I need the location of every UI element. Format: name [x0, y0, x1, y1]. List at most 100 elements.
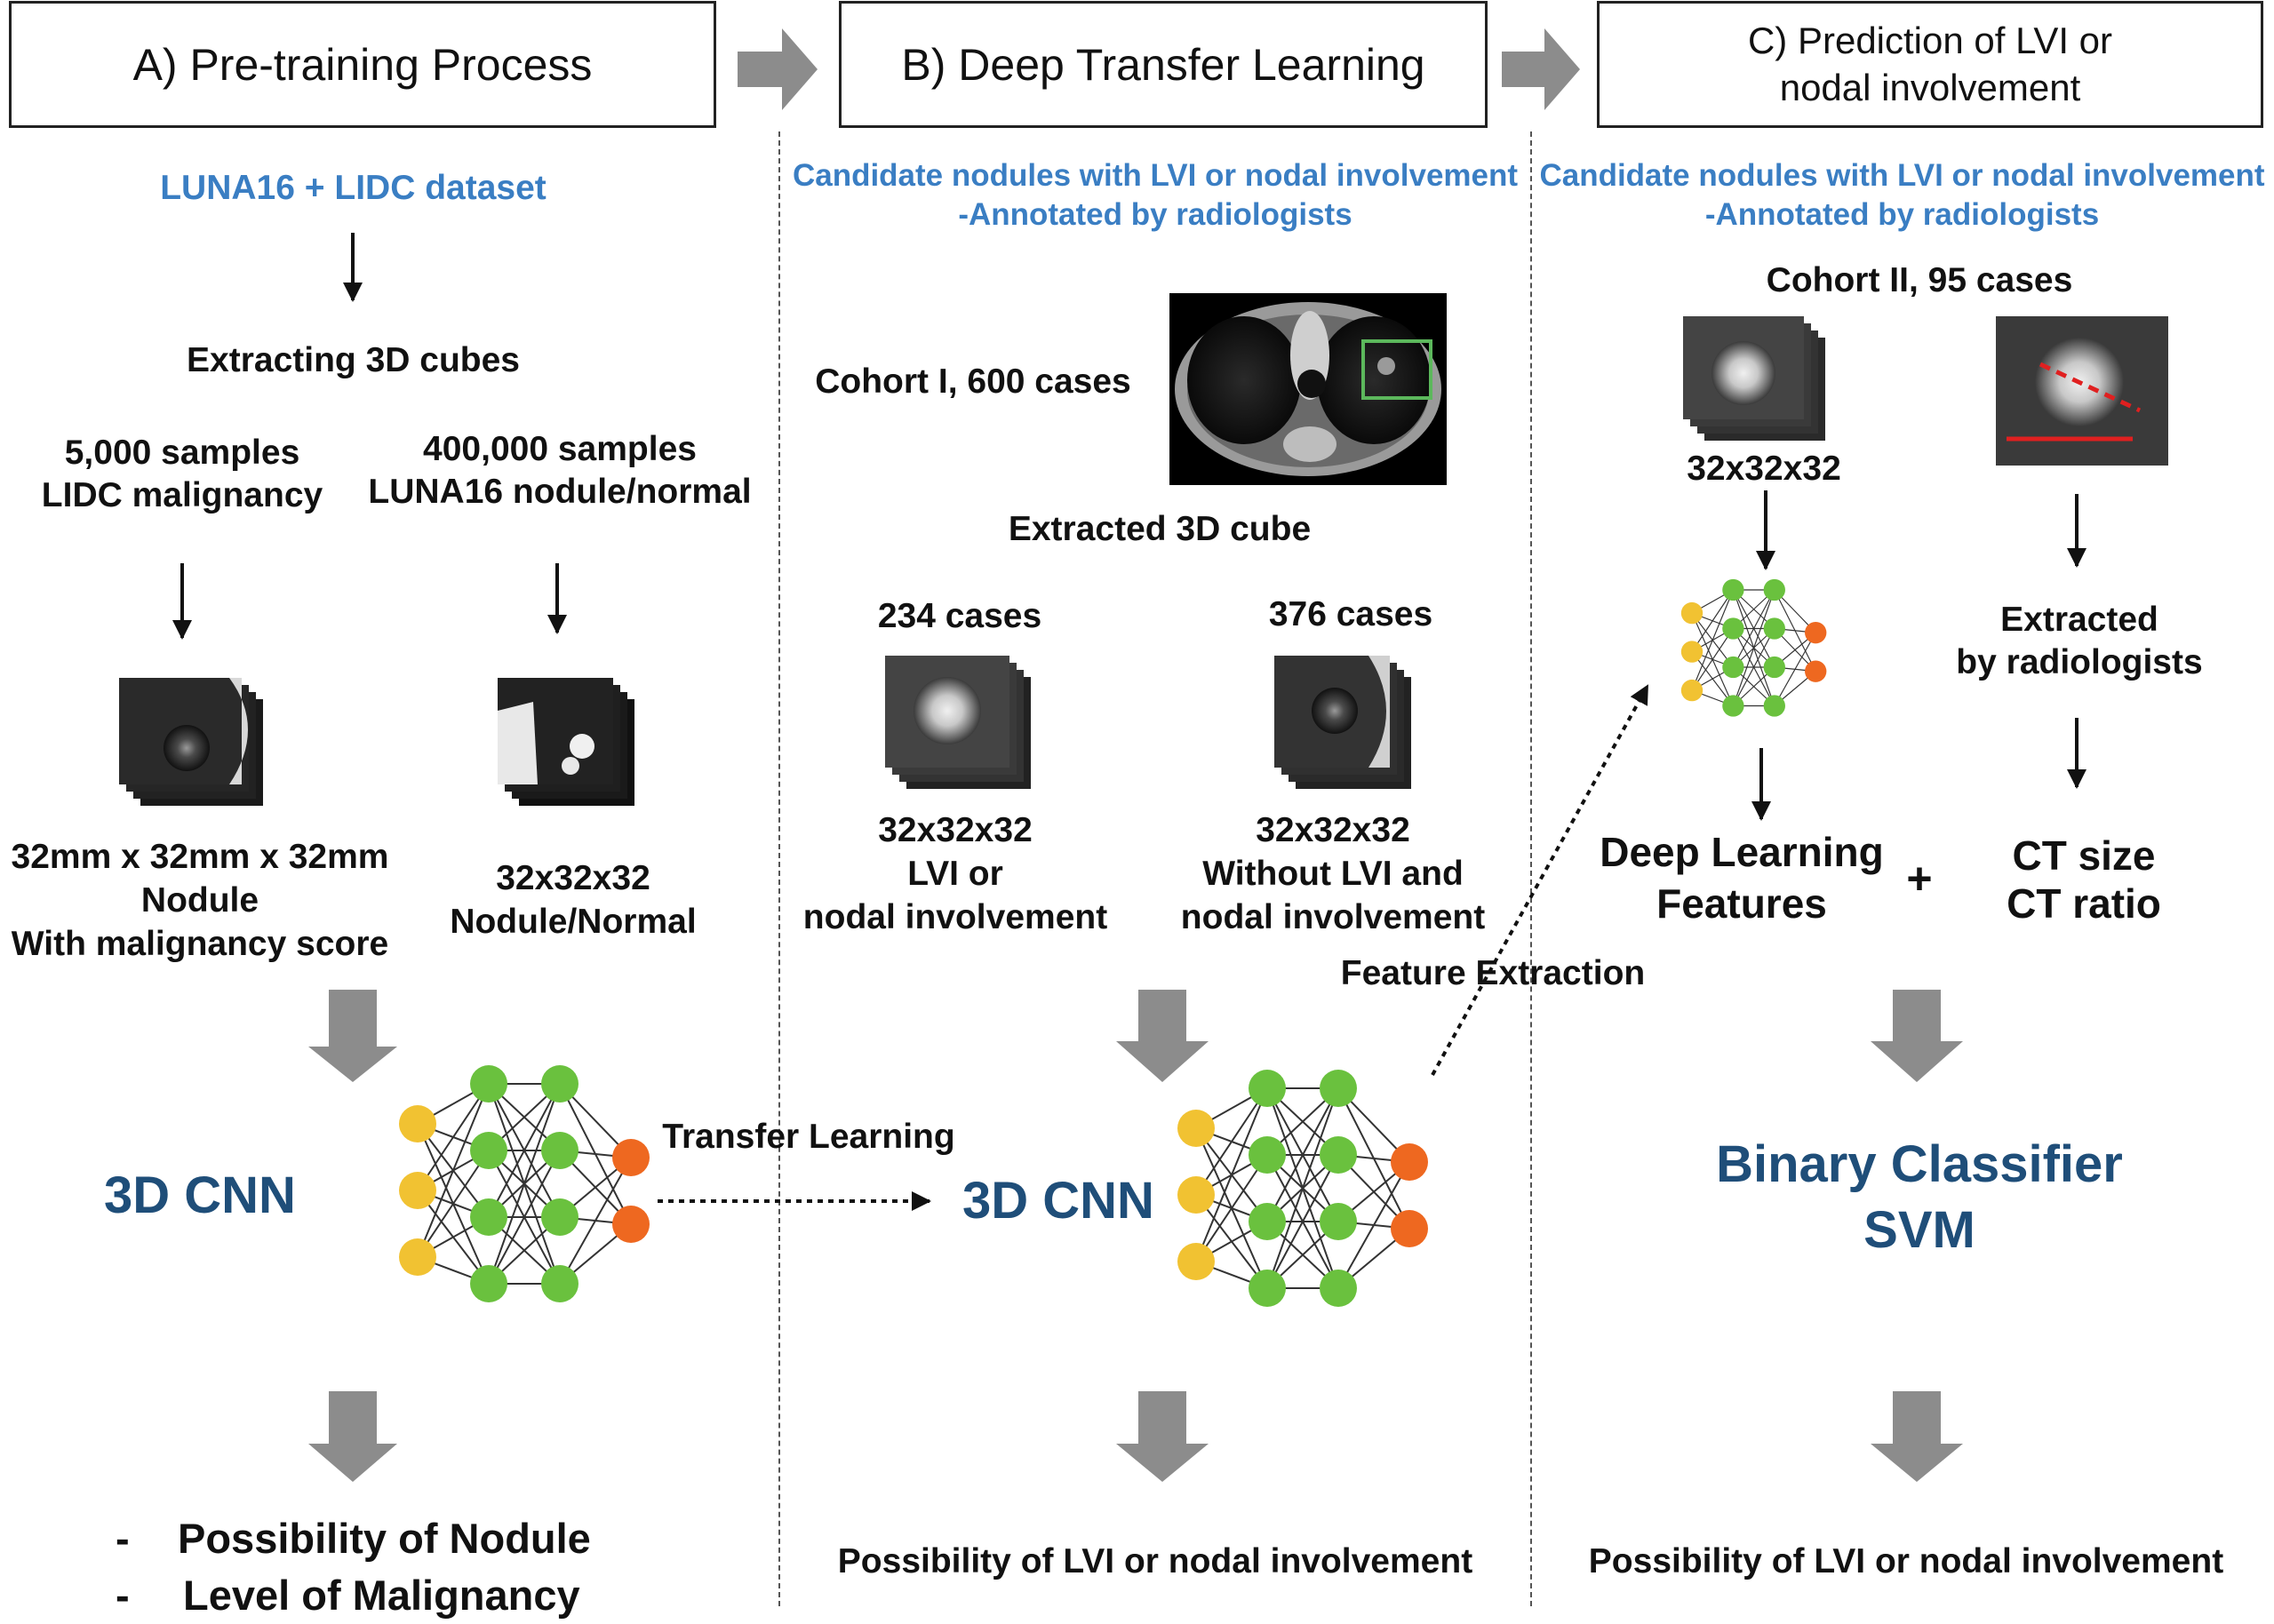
network-node	[1763, 656, 1785, 679]
network-node	[1320, 1136, 1357, 1174]
b-cohort-label: Cohort I, 600 cases	[815, 362, 1131, 401]
c-classifier-line1: Binary Classifier	[1716, 1135, 2123, 1193]
network-edge	[1774, 632, 1816, 706]
network-node	[1320, 1270, 1357, 1307]
b-candidates-line1: Candidate nodules with LVI or nodal invo…	[792, 158, 1519, 193]
network-node	[1722, 695, 1744, 717]
separator-left	[778, 131, 780, 1606]
network-node	[541, 1198, 578, 1236]
c-deep-learning-features: Deep Learning Features	[1582, 826, 1902, 929]
header-pretraining: A) Pre-training Process	[9, 1, 716, 128]
network-node	[1177, 1243, 1215, 1280]
c-classifier: Binary Classifier SVM	[1662, 1132, 2177, 1263]
network-edge	[1691, 589, 1734, 652]
header-prediction-line2: nodal involvement	[1779, 66, 2081, 108]
a-output-bullet1: -	[116, 1515, 130, 1562]
neural-network-b	[1177, 1070, 1428, 1307]
b-lvi-description: 32x32x32 LVI or nodal involvement	[782, 808, 1129, 939]
network-edge	[1337, 1161, 1410, 1289]
a-lidc-description: 32mm x 32mm x 32mm Nodule With malignanc…	[0, 835, 400, 966]
network-edge	[488, 1083, 561, 1218]
a-output-line1: -Possibility of Nodule	[116, 1510, 649, 1567]
b-no-lvi-desc1: 32x32x32	[1256, 811, 1410, 849]
b-lvi-count: 234 cases	[877, 597, 1042, 635]
network-node	[541, 1065, 578, 1103]
a-extracting-label: Extracting 3D cubes	[187, 341, 520, 379]
b-candidates-line2: -Annotated by radiologists	[958, 197, 1352, 232]
network-node	[1391, 1210, 1428, 1247]
network-node	[1320, 1070, 1357, 1107]
network-node	[399, 1172, 436, 1209]
a-luna-line1: 400,000 samples	[423, 430, 697, 468]
a-model-label: 3D CNN	[104, 1166, 296, 1224]
c-candidates-line1: Candidate nodules with LVI or nodal invo…	[1539, 158, 2265, 193]
network-node	[1680, 679, 1704, 702]
cube-stack-luna	[498, 678, 634, 806]
network-edge	[488, 1150, 561, 1285]
separator-right	[1530, 131, 1532, 1606]
network-edge	[417, 1083, 490, 1191]
network-edge	[1691, 589, 1734, 691]
network-node	[470, 1265, 507, 1302]
network-node	[612, 1139, 650, 1176]
b-extracted-label: Extracted 3D cube	[1008, 510, 1312, 548]
c-candidates: Candidate nodules with LVI or nodal invo…	[1530, 156, 2274, 235]
c-extracted-by-radiologists: Extracted by radiologists	[1911, 599, 2248, 684]
network-edge	[1266, 1087, 1339, 1289]
feature-extraction-label: Feature Extraction	[1340, 954, 1646, 992]
c-candidates-line2: -Annotated by radiologists	[1704, 197, 2100, 232]
c-output: Possibility of LVI or nodal involvement	[1588, 1542, 2224, 1580]
b-no-lvi-description: 32x32x32 Without LVI and nodal involveme…	[1155, 808, 1511, 939]
network-node	[541, 1265, 578, 1302]
c-dl-line1: Deep Learning	[1600, 829, 1884, 875]
header-prediction-line1: C) Prediction of LVI or	[1747, 20, 2113, 61]
a-luna-samples: 400,000 samples LUNA16 nodule/normal	[355, 428, 764, 513]
header-pretraining-label: A) Pre-training Process	[132, 39, 593, 90]
c-cohort-label: Cohort II, 95 cases	[1766, 261, 2073, 299]
gray-arrow-c-2	[1871, 1391, 1963, 1482]
a-output-bullet2: -	[116, 1572, 130, 1619]
network-node	[1177, 1176, 1215, 1214]
network-edge	[1691, 628, 1734, 691]
header-transfer-learning: B) Deep Transfer Learning	[839, 1, 1488, 128]
network-node	[1763, 578, 1785, 601]
a-output-text2: Level of Malignancy	[183, 1572, 580, 1619]
network-node	[1249, 1203, 1286, 1240]
network-edge	[1732, 589, 1775, 706]
a-luna-desc1: 32x32x32	[496, 859, 650, 897]
neural-network-c	[1680, 578, 1827, 717]
c-extracted-line2: by radiologists	[1956, 643, 2203, 681]
b-model-label: 3D CNN	[962, 1172, 1154, 1230]
c-ct-line2: CT ratio	[2007, 880, 2161, 927]
b-lvi-desc2: LVI or	[907, 855, 1003, 893]
neural-network-a	[399, 1065, 650, 1302]
network-node	[470, 1132, 507, 1169]
network-edge	[559, 1157, 632, 1285]
cube-stack-no-lvi	[1274, 656, 1411, 789]
c-classifier-line2: SVM	[1863, 1201, 1975, 1259]
network-node	[1177, 1110, 1215, 1147]
network-node	[1680, 641, 1704, 663]
gray-arrow-c-1	[1871, 990, 1963, 1082]
a-lidc-desc2: Nodule	[140, 881, 259, 919]
network-edge	[1266, 1154, 1339, 1289]
network-node	[1763, 695, 1785, 717]
a-luna-line2: LUNA16 nodule/normal	[368, 473, 752, 511]
network-node	[1391, 1143, 1428, 1181]
a-luna-desc2: Nodule/Normal	[450, 903, 697, 941]
network-node	[470, 1198, 507, 1236]
network-node	[1763, 617, 1785, 640]
gray-arrow-b-1	[1116, 990, 1209, 1082]
network-node	[1249, 1136, 1286, 1174]
header-transfer-learning-label: B) Deep Transfer Learning	[901, 39, 1425, 90]
header-prediction: C) Prediction of LVI or nodal involvemen…	[1597, 1, 2263, 128]
a-output: -Possibility of Nodule - Level of Maligna…	[116, 1510, 649, 1624]
network-node	[1722, 578, 1744, 601]
network-node	[1680, 601, 1704, 625]
gray-arrow-header-bc	[1502, 28, 1580, 110]
c-plus-sign: +	[1906, 854, 1933, 904]
a-luna-description: 32x32x32 Nodule/Normal	[418, 856, 729, 943]
a-lidc-desc3: With malignancy score	[11, 925, 389, 963]
gray-arrow-b-2	[1116, 1391, 1209, 1482]
